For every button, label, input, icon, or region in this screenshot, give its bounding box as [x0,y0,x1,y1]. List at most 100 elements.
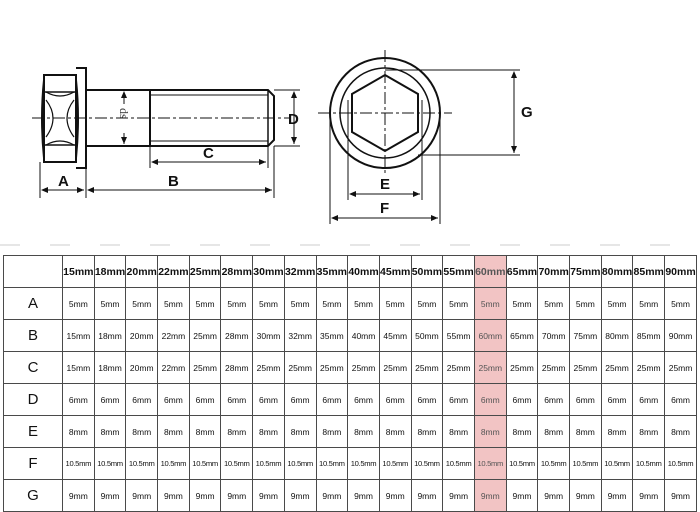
table-cell: 65mm [505,319,539,352]
table-cell: 10.5mm [632,447,666,480]
table-cell: 8mm [188,415,222,448]
table-cell: 5mm [410,287,444,320]
row-label-d: D [3,383,63,416]
table-cell: 9mm [664,479,697,512]
table-cell: 60mm [473,319,507,352]
table-cell: 9mm [220,479,254,512]
table-cell: 5mm [569,287,602,320]
table-cell: 9mm [537,479,570,512]
bolt-head-outline [43,74,77,163]
column-header-22mm: 22mm [157,255,190,288]
bolt-side-view [41,67,275,169]
table-cell: 8mm [93,415,127,448]
table-cell: 6mm [442,383,475,416]
table-cell: 25mm [410,351,444,384]
table-cell: 5mm [378,287,412,320]
table-cell: 10.5mm [569,447,602,480]
table-cell: 15mm [62,351,95,384]
table-cell: 55mm [442,319,475,352]
table-cell: 10.5mm [442,447,475,480]
table-cell: 25mm [632,351,666,384]
table-cell: 6mm [505,383,539,416]
table-corner-cell [3,255,63,288]
table-cell: 80mm [600,319,634,352]
table-cell: 5mm [220,287,254,320]
bolt-dimension-drawing: ds D C A B E [32,50,533,224]
table-cell: 25mm [283,351,317,384]
column-header-60mm: 60mm [473,255,507,288]
table-cell: 10.5mm [664,447,697,480]
column-header-80mm: 80mm [600,255,634,288]
table-cell: 8mm [347,415,380,448]
table-cell: 18mm [93,351,127,384]
table-cell: 85mm [632,319,666,352]
column-header-70mm: 70mm [537,255,570,288]
table-cell: 25mm [473,351,507,384]
table-cell: 10.5mm [252,447,285,480]
table-cell: 6mm [188,383,222,416]
table-cell: 9mm [347,479,380,512]
table-cell: 10.5mm [62,447,95,480]
table-cell: 45mm [378,319,412,352]
table-cell: 50mm [410,319,444,352]
table-cell: 9mm [473,479,507,512]
table-cell: 28mm [220,319,254,352]
table-cell: 6mm [283,383,317,416]
column-header-90mm: 90mm [664,255,697,288]
table-cell: 5mm [252,287,285,320]
dimension-g-label: G [521,104,533,121]
table-cell: 5mm [505,287,539,320]
table-cell: 10.5mm [315,447,349,480]
table-cell: 5mm [157,287,190,320]
table-cell: 9mm [442,479,475,512]
table-cell: 8mm [125,415,159,448]
table-cell: 5mm [125,287,159,320]
table-cell: 32mm [283,319,317,352]
column-header-65mm: 65mm [505,255,539,288]
table-cell: 6mm [537,383,570,416]
table-cell: 8mm [632,415,666,448]
table-cell: 9mm [410,479,444,512]
column-header-30mm: 30mm [252,255,285,288]
dimension-a [39,162,87,198]
dimension-e-label: E [380,176,390,193]
table-cell: 25mm [600,351,634,384]
dimension-b-label: B [168,173,179,190]
dimension-f-label: F [380,200,389,217]
table-cell: 25mm [442,351,475,384]
table-cell: 15mm [62,319,95,352]
column-header-45mm: 45mm [378,255,412,288]
table-cell: 22mm [157,319,190,352]
table-cell: 6mm [600,383,634,416]
table-cell: 9mm [188,479,222,512]
dimension-b [87,146,275,198]
row-label-f: F [3,447,63,480]
row-label-c: C [3,351,63,384]
dimension-d-label: D [288,111,299,128]
column-header-32mm: 32mm [283,255,317,288]
table-cell: 25mm [315,351,349,384]
table-cell: 10.5mm [157,447,190,480]
table-cell: 9mm [505,479,539,512]
table-cell: 9mm [157,479,190,512]
table-cell: 6mm [473,383,507,416]
table-cell: 22mm [157,351,190,384]
row-label-e: E [3,415,63,448]
table-cell: 10.5mm [378,447,412,480]
table-cell: 6mm [220,383,254,416]
table-cell: 10.5mm [125,447,159,480]
table-cell: 8mm [600,415,634,448]
column-header-50mm: 50mm [410,255,444,288]
table-cell: 8mm [315,415,349,448]
table-cell: 9mm [632,479,666,512]
table-cell: 5mm [442,287,475,320]
table-cell: 25mm [505,351,539,384]
table-cell: 5mm [62,287,95,320]
row-label-b: B [3,319,63,352]
table-cell: 8mm [252,415,285,448]
table-cell: 9mm [125,479,159,512]
column-header-85mm: 85mm [632,255,666,288]
